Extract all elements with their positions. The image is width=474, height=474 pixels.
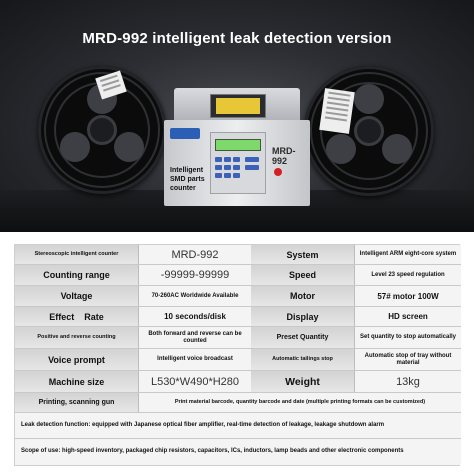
spec-value: Set quantity to stop automatically — [355, 327, 461, 348]
table-row: Effect Rate 10 seconds/disk Display HD s… — [15, 307, 461, 327]
counter-machine-image: MRD-992 Intelligent SMD parts counter — [164, 88, 310, 206]
spec-key: Weight — [251, 371, 355, 392]
sensor-unit — [216, 98, 260, 114]
spec-key: Voice prompt — [15, 349, 139, 370]
right-reel-image — [304, 66, 434, 196]
spec-key: Positive and reverse counting — [15, 327, 139, 348]
table-row: Stereoscopic intelligent counter MRD-992… — [15, 245, 461, 265]
reel-hole — [382, 134, 412, 164]
keypad-key — [233, 173, 240, 178]
table-row-printing: Printing, scanning gun Print material ba… — [15, 393, 461, 413]
keypad-key — [245, 157, 259, 162]
spec-value: 13kg — [355, 371, 461, 392]
table-row: Voltage 70-260AC Worldwide Available Mot… — [15, 286, 461, 307]
keypad-key — [215, 165, 222, 170]
keypad-key — [233, 157, 240, 162]
stop-button-icon — [274, 168, 282, 176]
reel-hub — [354, 116, 384, 146]
reel-hub — [87, 115, 117, 145]
spec-key: Preset Quantity — [251, 327, 355, 348]
spec-key: System — [251, 245, 355, 264]
spec-table: Stereoscopic intelligent counter MRD-992… — [14, 244, 461, 466]
spec-value: Automatic stop of tray without material — [355, 349, 461, 370]
banner-title: MRD-992 intelligent leak detection versi… — [82, 30, 392, 47]
spec-value: HD screen — [355, 307, 461, 326]
table-row: Counting range -99999-99999 Speed Level … — [15, 265, 461, 286]
lcd-display — [215, 139, 261, 151]
spec-key: Stereoscopic intelligent counter — [15, 245, 139, 264]
control-panel — [210, 132, 266, 194]
reel-ring — [320, 82, 418, 180]
table-row: Machine size L530*W490*H280 Weight 13kg — [15, 371, 461, 393]
spec-value: Intelligent voice broadcast — [139, 349, 251, 370]
reel-hole — [354, 84, 384, 114]
leak-detection-row: Leak detection function: equipped with J… — [15, 413, 461, 439]
keypad-key — [224, 173, 231, 178]
machine-caption: Intelligent SMD parts counter — [170, 167, 205, 192]
spec-value: 57# motor 100W — [355, 286, 461, 306]
machine-model-label: MRD-992 — [272, 146, 296, 166]
spec-key: Speed — [251, 265, 355, 285]
keypad-key — [224, 165, 231, 170]
spec-key: Printing, scanning gun — [15, 393, 139, 412]
spec-key: Motor — [251, 286, 355, 306]
table-row: Voice prompt Intelligent voice broadcast… — [15, 349, 461, 371]
spec-key: Machine size — [15, 371, 139, 392]
product-banner: MRD-992 intelligent leak detection versi… — [0, 0, 474, 232]
spec-key: Display — [251, 307, 355, 326]
spec-value: 70-260AC Worldwide Available — [139, 286, 251, 306]
spec-value: Both forward and reverse can be counted — [139, 327, 251, 348]
spec-value: MRD-992 — [139, 245, 251, 264]
spec-key: Voltage — [15, 286, 139, 306]
brand-logo — [170, 128, 200, 139]
reel-label-sticker — [319, 88, 355, 134]
spec-key: Counting range — [15, 265, 139, 285]
scope-row: Scope of use: high-speed inventory, pack… — [15, 439, 461, 465]
keypad-key — [224, 157, 231, 162]
spec-key: Effect Rate — [15, 307, 139, 326]
keypad-key — [215, 173, 222, 178]
spec-key: Automatic tailings stop — [251, 349, 355, 370]
spec-value: L530*W490*H280 — [139, 371, 251, 392]
spec-value: Level 23 speed regulation — [355, 265, 461, 285]
spec-value: Print material barcode, quantity barcode… — [139, 393, 461, 412]
leak-detection-text: Leak detection function: equipped with J… — [21, 421, 385, 428]
keypad-key — [215, 157, 222, 162]
keypad-key — [245, 165, 259, 170]
reel-hole — [60, 132, 90, 162]
keypad-key — [233, 165, 240, 170]
reel-hole — [326, 134, 356, 164]
reel-hole — [114, 132, 144, 162]
spec-value: Intelligent ARM eight-core system — [355, 245, 461, 264]
scope-text: Scope of use: high-speed inventory, pack… — [21, 448, 404, 455]
spec-value: -99999-99999 — [139, 265, 251, 285]
spec-value: 10 seconds/disk — [139, 307, 251, 326]
table-row: Positive and reverse counting Both forwa… — [15, 327, 461, 349]
